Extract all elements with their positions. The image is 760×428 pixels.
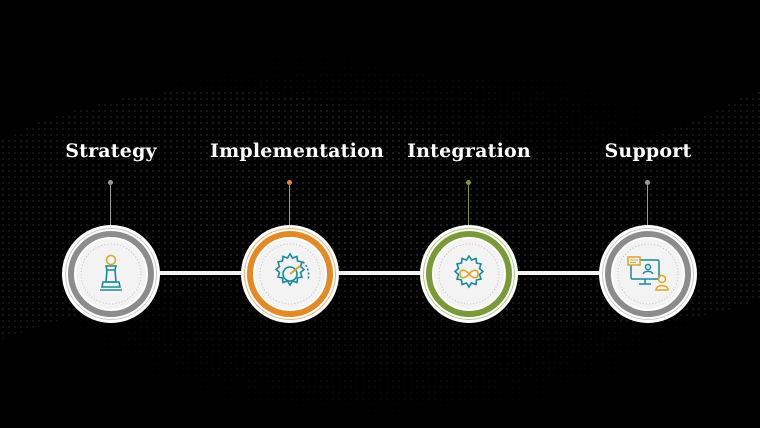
chess-pawn-icon bbox=[100, 254, 122, 291]
stem-line bbox=[110, 184, 111, 226]
stem-line bbox=[647, 184, 648, 226]
step-title: Implementation bbox=[210, 140, 384, 162]
implementation-badge bbox=[240, 224, 340, 324]
stem-dot bbox=[287, 180, 292, 185]
connector-line-2 bbox=[338, 271, 422, 275]
step-title: Integration bbox=[407, 140, 531, 162]
support-badge bbox=[598, 224, 698, 324]
stem-line bbox=[468, 184, 469, 226]
integration-badge bbox=[419, 224, 519, 324]
stem-dot bbox=[108, 180, 113, 185]
step-title: Support bbox=[604, 140, 692, 162]
strategy-badge bbox=[61, 224, 161, 324]
stem-dot bbox=[466, 180, 471, 185]
step-title: Strategy bbox=[65, 140, 157, 162]
monitor-support-icon bbox=[627, 256, 669, 291]
stem-dot bbox=[645, 180, 650, 185]
gear-infinity-icon bbox=[453, 254, 485, 289]
stem-line bbox=[289, 184, 290, 226]
connector-line-1 bbox=[158, 271, 244, 275]
gear-gauge-icon bbox=[274, 252, 310, 287]
connector-line-3 bbox=[516, 271, 602, 275]
